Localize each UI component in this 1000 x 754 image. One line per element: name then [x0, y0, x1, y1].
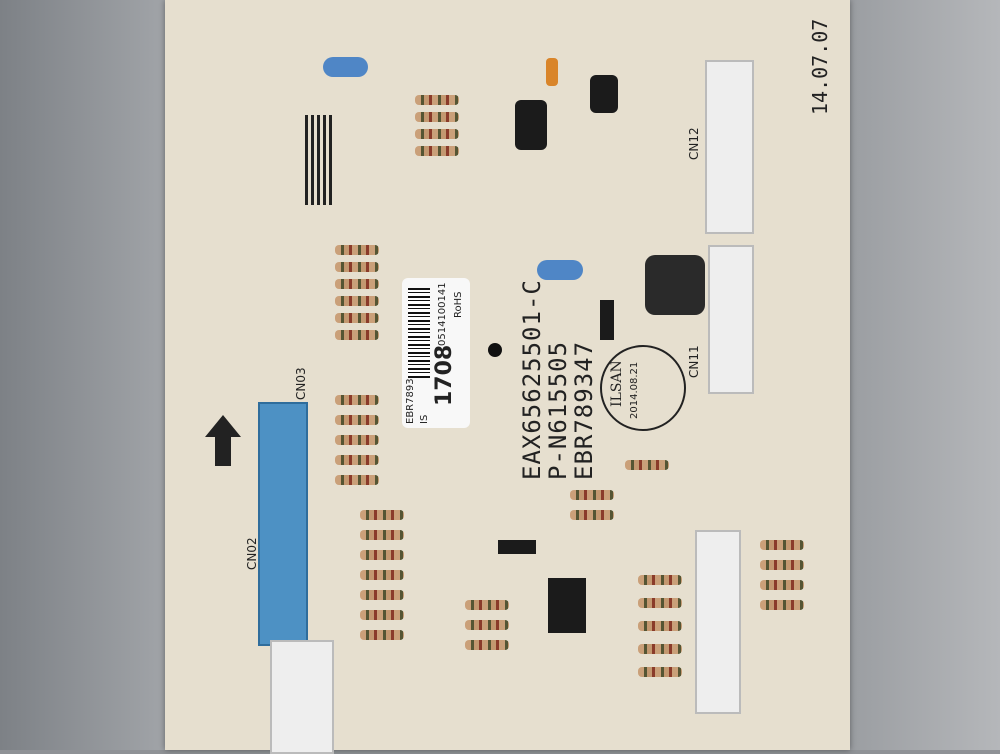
barcode [408, 288, 430, 378]
resistor [570, 510, 614, 520]
resistor [335, 330, 379, 340]
resistor [360, 530, 404, 540]
resistor [360, 630, 404, 640]
connector-cn11 [708, 245, 754, 394]
resistor [360, 590, 404, 600]
label-cn11: CN11 [687, 345, 701, 378]
sticker-suffix: IS [419, 414, 430, 424]
date-code: 14.07.07 [808, 18, 832, 115]
resistor [638, 575, 682, 585]
resistor [335, 395, 379, 405]
component-black [600, 300, 614, 340]
ebr-number: EBR789347 [570, 340, 598, 480]
connector-cn03 [258, 402, 308, 646]
resistor [335, 262, 379, 272]
sticker-serial: 0514100141 [437, 282, 448, 346]
resistor [335, 313, 379, 323]
connector-cn12 [705, 60, 754, 234]
background-left [0, 0, 170, 750]
resistor [465, 600, 509, 610]
resistor [638, 621, 682, 631]
ul-mark-grid [305, 115, 333, 205]
resistor [760, 540, 804, 550]
sticker-big-number: 1708 [432, 344, 457, 406]
resistor [360, 610, 404, 620]
resistor [335, 455, 379, 465]
sticker-rohs: RoHS [453, 291, 464, 318]
resistor [335, 296, 379, 306]
resistor [335, 475, 379, 485]
resistor [638, 598, 682, 608]
resistor [760, 560, 804, 570]
inspection-stamp: ILSAN 2014.08.21 [600, 345, 686, 431]
transistor [590, 75, 618, 113]
resistor [638, 667, 682, 677]
resistor [335, 435, 379, 445]
capacitor-orange [546, 58, 558, 86]
resistor [465, 620, 509, 630]
resistor [570, 490, 614, 500]
resistor [415, 95, 459, 105]
arrow-stem [215, 436, 231, 466]
stamp-text: ILSAN [609, 360, 625, 407]
capacitor-blue [537, 260, 583, 280]
resistor [760, 600, 804, 610]
sticker-code: EBR7893 [405, 378, 416, 424]
resistor [335, 279, 379, 289]
resistor [760, 580, 804, 590]
resistor [360, 570, 404, 580]
ic-chip [548, 578, 586, 633]
resistor [335, 415, 379, 425]
label-cn12: CN12 [687, 127, 701, 160]
resistor [465, 640, 509, 650]
transistor-group [515, 100, 547, 150]
label-cn02: CN02 [245, 537, 259, 570]
transistor-group [645, 255, 705, 315]
resistor [638, 644, 682, 654]
component-black [498, 540, 536, 554]
resistor [335, 245, 379, 255]
resistor [360, 550, 404, 560]
pn-number: P-N615505 [544, 340, 572, 480]
background-right [845, 0, 1000, 750]
connector-small [270, 640, 334, 754]
connector-bottom [695, 530, 741, 714]
label-cn03: CN03 [294, 367, 308, 400]
capacitor-blue [323, 57, 368, 77]
resistor [415, 112, 459, 122]
stamp-date: 2014.08.21 [629, 361, 640, 419]
mounting-hole [488, 343, 502, 357]
resistor [415, 129, 459, 139]
barcode-sticker: 1708 0514100141 RoHS EBR7893 IS [402, 278, 470, 428]
resistor [360, 510, 404, 520]
resistor [415, 146, 459, 156]
part-number: EAX65625501-C [518, 279, 546, 480]
resistor [625, 460, 669, 470]
arrow-up-icon [205, 415, 241, 437]
